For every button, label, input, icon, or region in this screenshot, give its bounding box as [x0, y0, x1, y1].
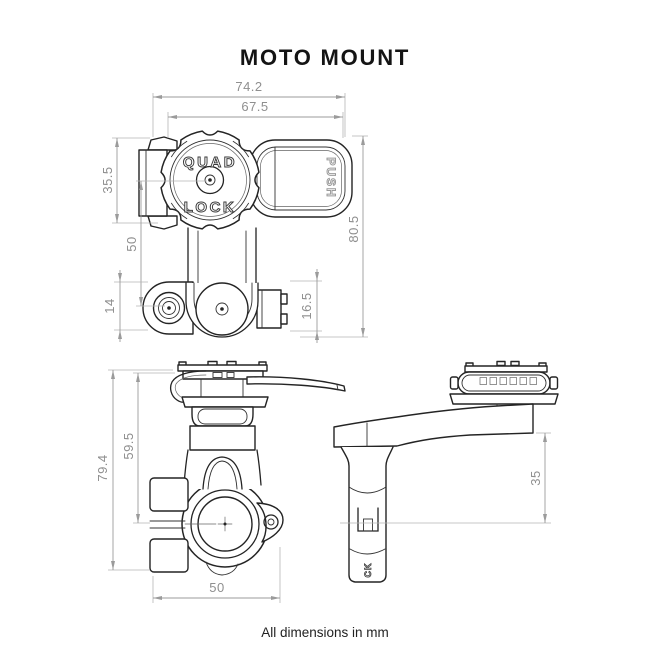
dim-side-overall-height: 79.4 [95, 454, 110, 481]
dim-side-clamp-width: 50 [209, 580, 224, 595]
dim-side-top-to-bar-center: 59.5 [121, 432, 136, 459]
front-bracket-bottom-tab [147, 215, 178, 230]
clamp-flange-top [149, 477, 189, 512]
head-label-lock: LOCK [184, 199, 237, 216]
side-body-block [189, 425, 256, 451]
dim-front-arm-thickness: 14 [102, 298, 117, 313]
dim-front-arm-depth: 16.5 [299, 292, 314, 319]
clamp-hinge-lug [256, 502, 284, 543]
clamp-flange-bottom [149, 538, 189, 573]
side-view-drawing [149, 360, 346, 576]
rear-head-stack [449, 360, 559, 410]
side-neck [191, 406, 254, 427]
side-lever-blade [246, 376, 346, 392]
rear-knob-post: CK [340, 446, 394, 583]
rear-view-drawing: CK [333, 360, 559, 583]
front-bracket-top-tab [147, 136, 178, 151]
dimension-annotations: 74.2 67.5 35.5 50 14 80.5 16.5 [95, 79, 551, 603]
side-bar-clamp [149, 425, 284, 576]
dim-front-overall-height: 80.5 [346, 215, 361, 242]
page-title: MOTO MOUNT [240, 45, 410, 70]
dim-front-overall-width: 74.2 [235, 79, 262, 94]
head-label-quad: QUAD [183, 154, 237, 171]
front-stem [187, 227, 257, 286]
dim-rear-arm-drop: 35 [528, 470, 543, 485]
dim-front-head-to-pivot: 50 [124, 236, 139, 251]
front-bracket-bar [138, 149, 168, 217]
front-pivot [185, 282, 259, 338]
dim-front-body-width: 67.5 [241, 99, 268, 114]
dim-front-head-offset: 35.5 [100, 166, 115, 193]
push-lever-label: PUSH [324, 157, 338, 198]
side-head-stack [170, 360, 346, 408]
footer-note: All dimensions in mm [261, 625, 389, 640]
front-view-drawing: PUSH [138, 130, 353, 338]
knob-lock-label: CK [363, 563, 373, 578]
front-push-lever: PUSH [249, 139, 353, 218]
front-quadlock-head: QUAD LOCK [160, 130, 260, 230]
rear-arm [333, 403, 534, 448]
front-arm [142, 281, 288, 335]
front-clamp-block [256, 289, 282, 329]
